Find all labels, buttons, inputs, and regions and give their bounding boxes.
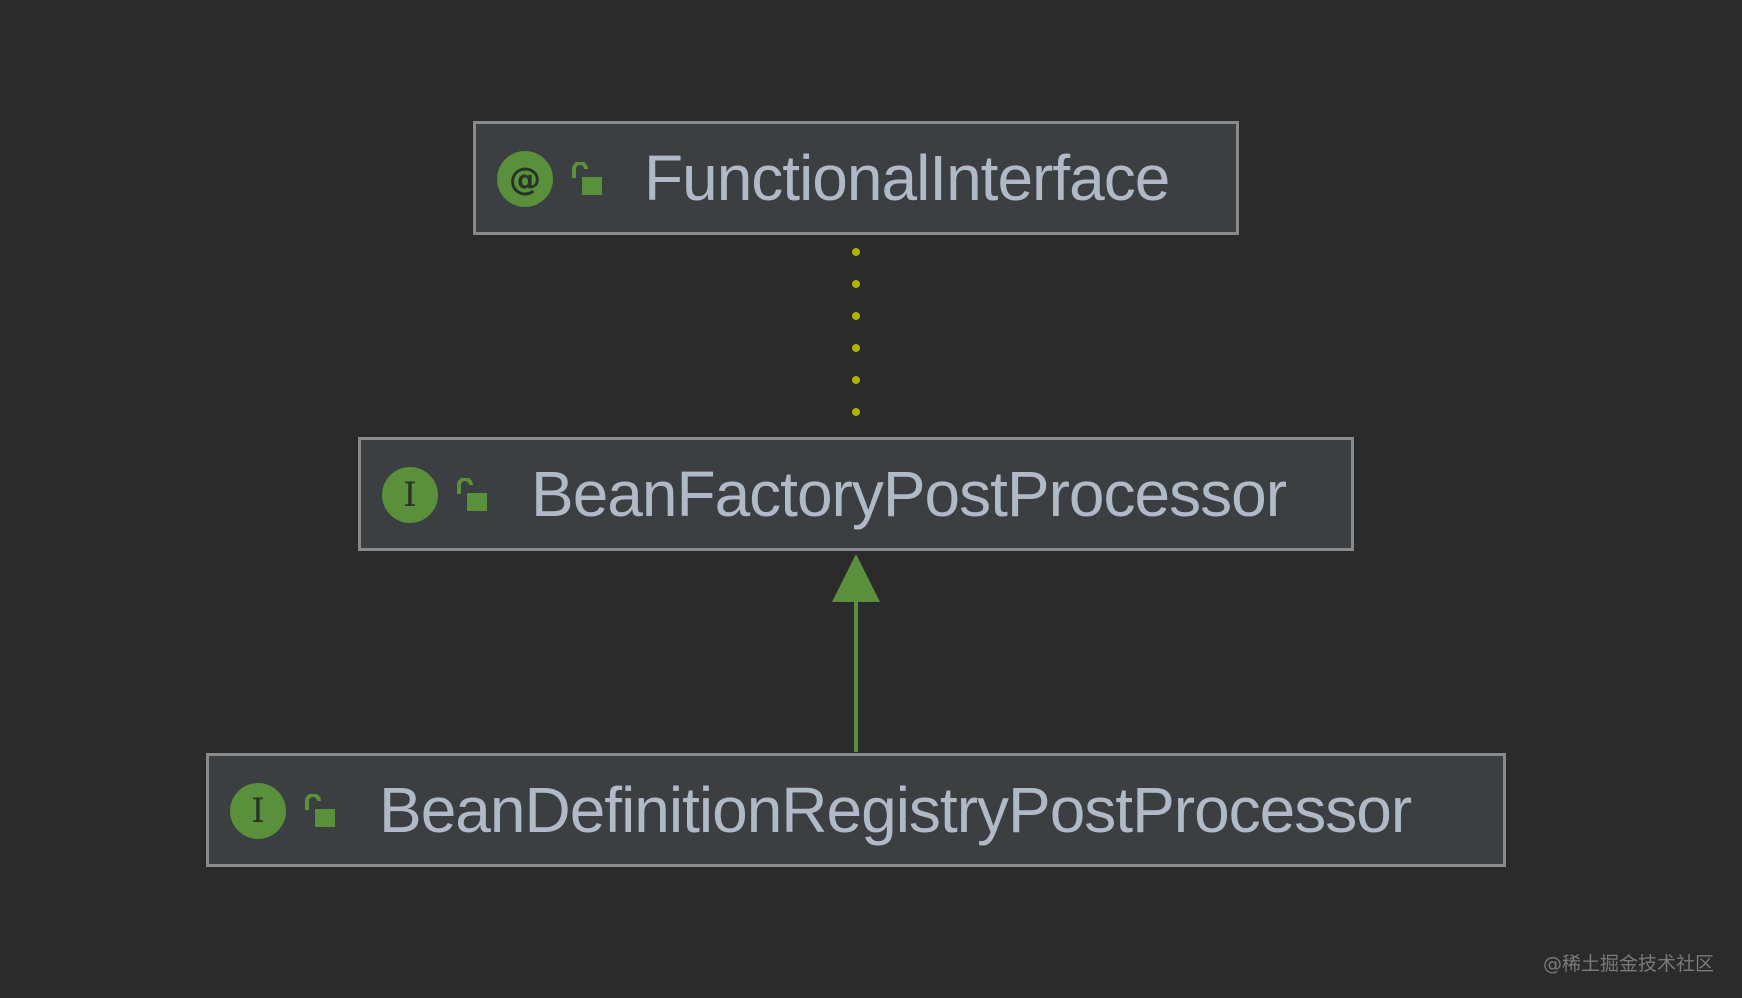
node-bean-definition-registry-post-processor[interactable]: I BeanDefinitionRegistryPostProcessor — [206, 753, 1506, 867]
annotation-badge-icon: @ — [497, 151, 553, 207]
node-bean-factory-post-processor[interactable]: I BeanFactoryPostProcessor — [358, 437, 1354, 551]
node-label: BeanDefinitionRegistryPostProcessor — [379, 774, 1412, 846]
node-label: FunctionalInterface — [644, 142, 1170, 214]
interface-badge-icon: I — [382, 467, 438, 523]
node-functional-interface[interactable]: @ FunctionalInterface — [473, 121, 1239, 235]
unlocked-padlock-icon — [457, 478, 487, 511]
edge-inheritance-arrow — [832, 554, 880, 752]
unlocked-padlock-icon — [572, 162, 602, 195]
interface-badge-icon: I — [230, 783, 286, 839]
unlocked-padlock-icon — [305, 794, 335, 827]
node-label: BeanFactoryPostProcessor — [531, 458, 1287, 530]
watermark: @稀土掘金技术社区 — [1542, 953, 1714, 975]
edge-dotted-realization — [852, 248, 860, 416]
